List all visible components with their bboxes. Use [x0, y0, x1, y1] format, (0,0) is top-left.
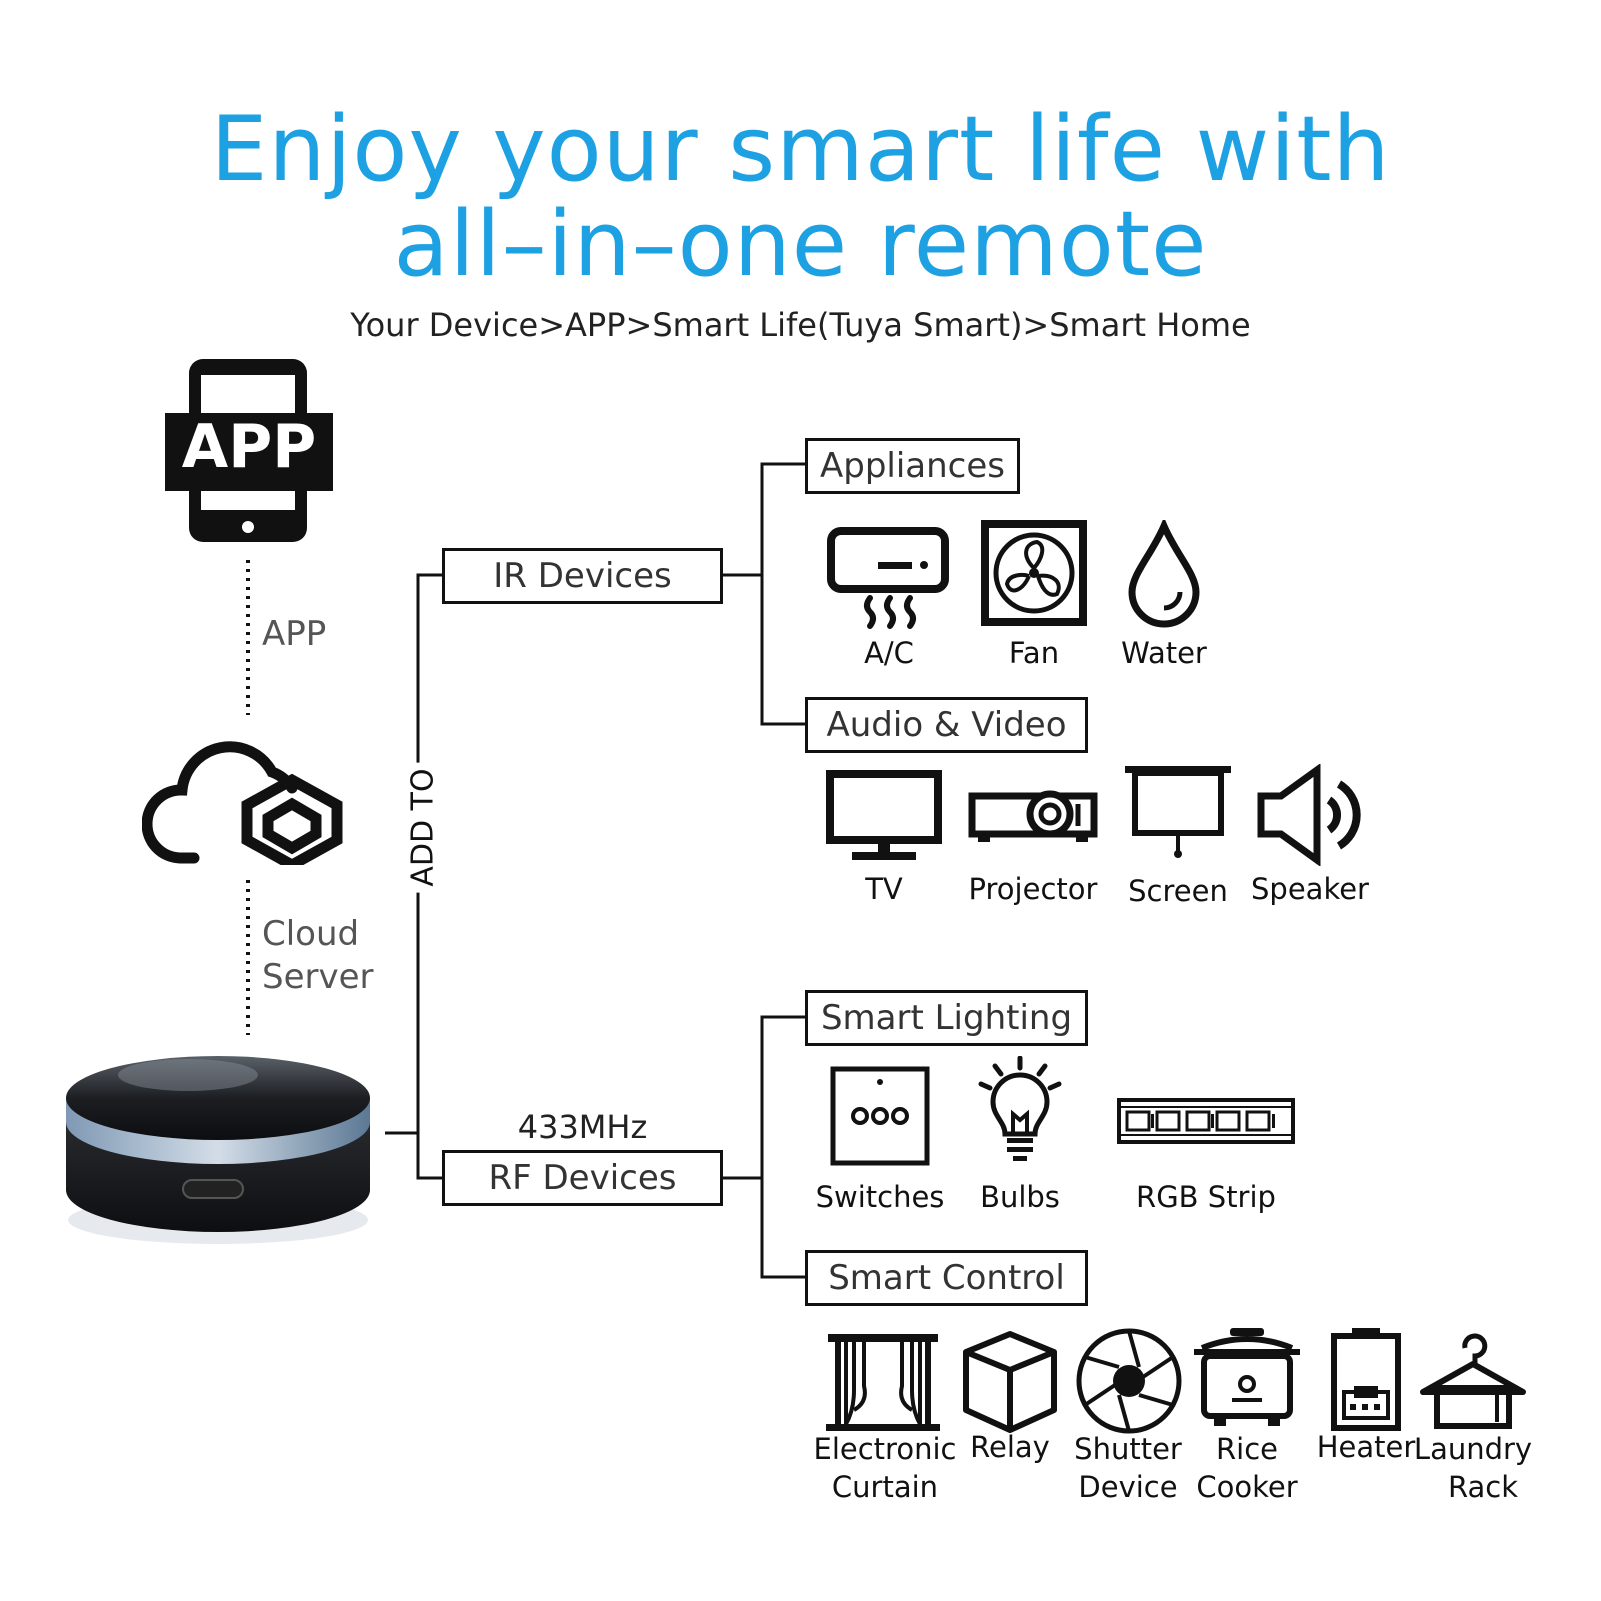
subtitle: Your Device>APP>Smart Life(Tuya Smart)>S… — [350, 306, 1251, 344]
screen-label: Screen — [1128, 874, 1228, 908]
shutter-aperture-icon — [1076, 1328, 1182, 1434]
add-to-label: ADD TO — [405, 762, 441, 893]
projector-icon — [968, 790, 1098, 842]
projection-screen-icon — [1125, 766, 1231, 858]
shutter-label: Shutter Device — [1058, 1430, 1198, 1506]
tv-label: TV — [865, 872, 903, 906]
laundry-rack-icon — [1420, 1333, 1526, 1429]
curtain-label-line1: Electronic — [813, 1432, 957, 1466]
rf-devices-box: RF Devices — [442, 1150, 723, 1206]
relay-cube-icon — [963, 1331, 1057, 1433]
title-line-2: all–in–one remote — [393, 192, 1208, 297]
air-conditioner-icon — [827, 527, 949, 629]
heater-label: Heater — [1316, 1430, 1416, 1464]
fan-icon — [981, 520, 1087, 626]
rgb-strip-icon — [1117, 1098, 1295, 1144]
bulbs-label: Bulbs — [980, 1180, 1060, 1214]
ir-devices-box: IR Devices — [442, 548, 723, 604]
water-label: Water — [1121, 636, 1207, 670]
rice-cooker-icon — [1194, 1328, 1300, 1426]
rice-cooker-label: Rice Cooker — [1180, 1430, 1314, 1506]
app-icon-text: APP — [181, 412, 317, 482]
hub-device-image — [66, 1056, 370, 1244]
app-phone-icon — [165, 359, 333, 542]
fan-label: Fan — [1008, 636, 1060, 670]
rgb-strip-label: RGB Strip — [1136, 1180, 1276, 1214]
curtain-label: Electronic Curtain — [800, 1430, 970, 1506]
app-label: APP — [262, 614, 327, 654]
laundry-rack-label: Laundry Rack — [1402, 1430, 1544, 1506]
wall-switch-icon — [830, 1066, 930, 1166]
curtain-label-line2: Curtain — [831, 1470, 939, 1504]
speaker-label: Speaker — [1251, 872, 1369, 906]
cloud-label-line1: Cloud — [262, 914, 360, 954]
curtain-icon — [826, 1334, 940, 1431]
laundry-label-line1: Laundry — [1413, 1432, 1533, 1466]
projector-label: Projector — [968, 872, 1098, 906]
smart-control-box: Smart Control — [805, 1250, 1088, 1306]
rice-label-line2: Cooker — [1196, 1470, 1298, 1504]
cloud-label-line2: Server — [262, 957, 374, 997]
water-drop-icon — [1128, 520, 1200, 628]
water-heater-icon — [1331, 1328, 1401, 1431]
rf-frequency-label: 433MHz — [517, 1108, 648, 1146]
title-line-1: Enjoy your smart life with — [210, 97, 1391, 202]
rice-label-line1: Rice — [1216, 1432, 1278, 1466]
smart-lighting-box: Smart Lighting — [805, 990, 1088, 1046]
appliances-box: Appliances — [805, 438, 1020, 494]
switches-label: Switches — [815, 1180, 945, 1214]
ac-label: A/C — [864, 636, 914, 670]
shutter-label-line1: Shutter — [1074, 1432, 1182, 1466]
speaker-icon — [1257, 764, 1361, 866]
light-bulb-icon — [978, 1056, 1062, 1161]
tv-icon — [826, 770, 942, 860]
cloud-server-icon — [142, 741, 343, 865]
audio-video-box: Audio & Video — [805, 697, 1088, 753]
laundry-label-line2: Rack — [1447, 1470, 1518, 1504]
relay-label: Relay — [970, 1430, 1050, 1464]
shutter-label-line2: Device — [1078, 1470, 1178, 1504]
